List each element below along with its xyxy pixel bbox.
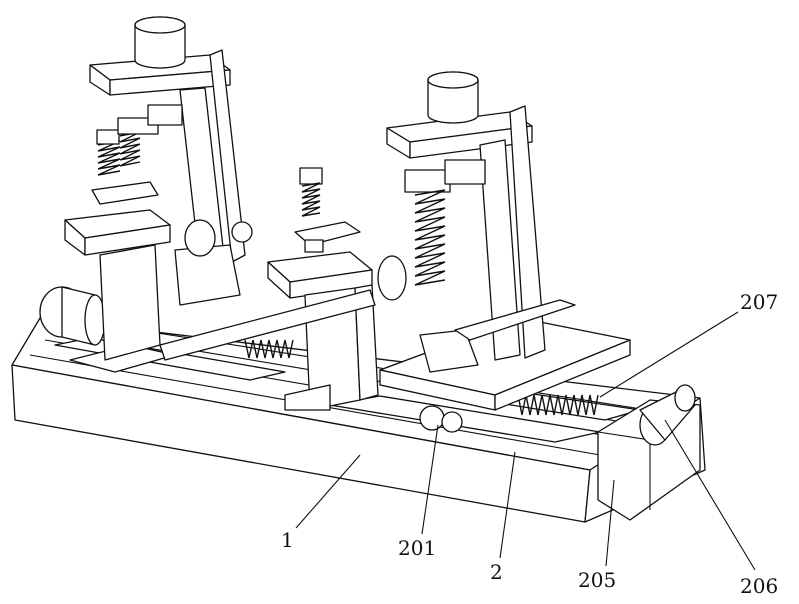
end-block xyxy=(597,384,701,521)
label-207: 207 xyxy=(740,290,779,314)
label-2: 2 xyxy=(490,560,503,584)
right-column xyxy=(386,71,576,373)
label-201: 201 xyxy=(398,536,437,560)
label-1: 1 xyxy=(281,528,294,552)
left-roller xyxy=(39,286,106,346)
label-206: 206 xyxy=(740,574,779,598)
label-205: 205 xyxy=(578,568,617,592)
left-column xyxy=(64,16,253,373)
middle-slider xyxy=(159,167,407,411)
leader-lines xyxy=(295,311,756,571)
rail-springs xyxy=(244,339,599,416)
